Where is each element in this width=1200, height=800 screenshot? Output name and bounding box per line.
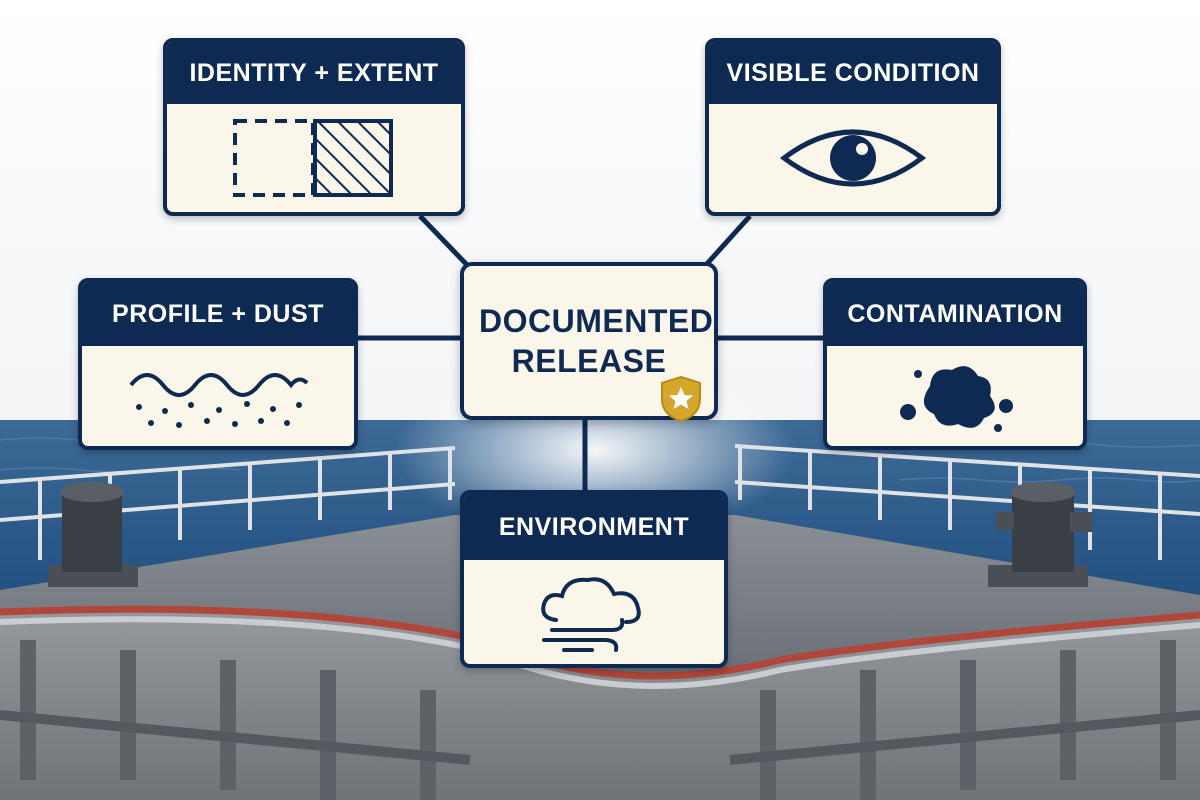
card-title: PROFILE + DUST: [82, 282, 354, 346]
card-title: VISIBLE CONDITION: [709, 42, 997, 104]
hull-frames: [20, 640, 1176, 800]
red-primer-stripe: [0, 605, 1200, 680]
card-title: ENVIRONMENT: [464, 494, 724, 560]
eye-icon: [779, 129, 927, 187]
deck-edge: [0, 616, 1200, 689]
left-bollard: [48, 482, 138, 587]
splatter-icon: [900, 366, 1013, 432]
identity-extent-card: IDENTITY + EXTENT: [163, 38, 465, 216]
visible-condition-card: VISIBLE CONDITION: [705, 38, 1001, 216]
right-bollard: [988, 482, 1092, 587]
card-title: CONTAMINATION: [827, 282, 1083, 346]
right-railing: [734, 444, 1200, 560]
environment-card: ENVIRONMENT: [460, 490, 728, 668]
wave-and-dust-icon: [129, 373, 309, 428]
card-title: IDENTITY + EXTENT: [167, 42, 461, 104]
connector-lines: [358, 214, 825, 492]
dashed-and-hatched-squares-icon: [233, 119, 393, 197]
cloud-wind-icon: [541, 577, 641, 652]
star-shield-icon: [661, 375, 701, 423]
contamination-card: CONTAMINATION: [823, 278, 1087, 450]
hull-girders: [0, 710, 1200, 765]
profile-dust-card: PROFILE + DUST: [78, 278, 358, 450]
center-label: DOCUMENTED RELEASE: [479, 303, 714, 379]
